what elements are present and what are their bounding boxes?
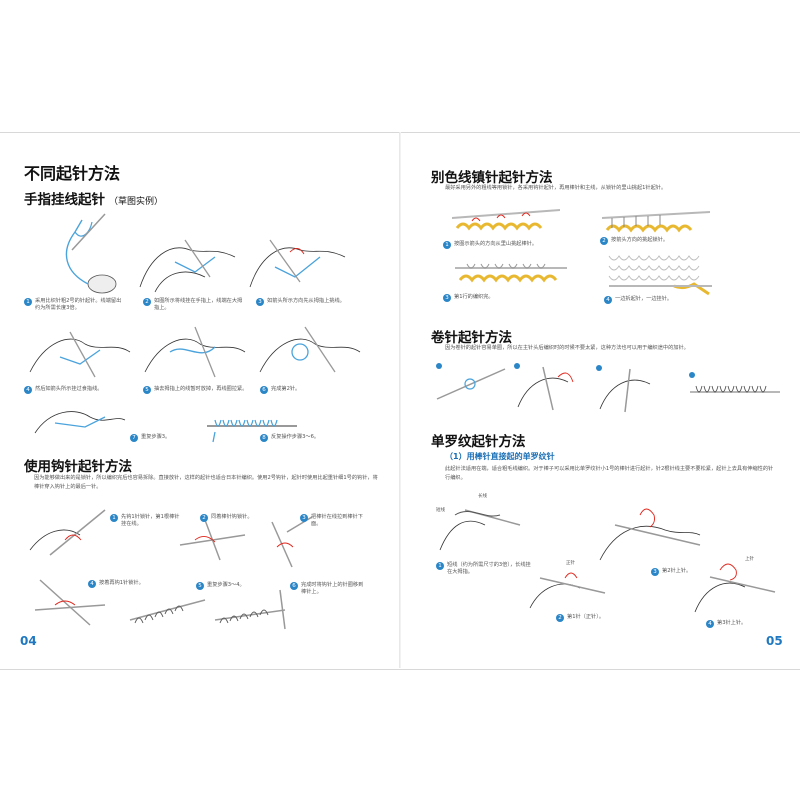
section-body-crochet-cast-on: 因为能够做出来的是锁针，所以编织完后也容易拆除。直接放针，这样的起针也适合日本针… (34, 474, 379, 492)
illustration-loop-step3 (595, 364, 675, 414)
illustration-step4-hands (25, 322, 135, 382)
illustration-rib-step4 (690, 552, 780, 622)
label-purl-stitch: 上针 (745, 556, 754, 562)
section-title: 手指挂线起针 (24, 192, 105, 208)
section-heading-loop-cast-on: 卷针起针方法 (431, 326, 512, 346)
illustration-provisional-step2 (602, 206, 712, 241)
section-heading-rib-cast-on: 单罗纹起针方法 (431, 430, 526, 450)
page-number-left: 04 (20, 634, 37, 648)
section-heading-crochet-cast-on: 使用钩针起针方法 (24, 455, 132, 475)
section-heading-finger-cast-on: 手指挂线起针 （草图实例） (24, 188, 163, 208)
illustration-provisional-step1 (452, 206, 562, 241)
section-body-rib-cast-on: 此起针法适用在端，适合粗毛线编织。对于棒子可以采用比单罗纹针小1号的棒针进行起针… (445, 465, 775, 483)
section-heading-provisional-cast-on: 别色线镇针起针方法 (431, 166, 553, 186)
section-subtitle: （草图实例） (109, 197, 163, 207)
illustration-step6-hands (255, 322, 365, 382)
subheading-rib-cast-on: （1）用棒针直接起的单罗纹针 (445, 451, 555, 462)
illustration-rib-step1 (435, 490, 525, 560)
illustration-step2-hands (135, 232, 245, 297)
illustration-crochet-step6 (210, 585, 295, 630)
illustration-step1-yarn-ball (30, 212, 125, 297)
illustration-step5-hands (140, 322, 250, 382)
label-knit-stitch: 正针 (566, 560, 575, 566)
section-body-provisional-cast-on: 最好采用另外的粗线等用锁针，各采用钩针起针，再用棒针和主线，从锁针的里山挑起1针… (445, 184, 775, 193)
illustration-crochet-step5 (125, 595, 210, 630)
illustration-provisional-step3 (455, 258, 570, 290)
illustration-loop-step1 (435, 364, 510, 404)
illustration-loop-step4 (688, 372, 783, 407)
illustration-step7-hands (30, 405, 125, 437)
illustration-rib-step2 (525, 558, 610, 613)
illustration-loop-step2 (513, 362, 588, 412)
book-gutter (399, 132, 401, 668)
page-number-right: 05 (766, 634, 783, 648)
label-long-yarn: 长线 (478, 493, 487, 499)
illustration-provisional-step4 (604, 248, 714, 298)
illustration-step3-hands (245, 232, 355, 297)
illustration-crochet-step1 (25, 505, 115, 565)
page-title: 不同起针方法 (24, 160, 120, 184)
illustration-rib-step3 (595, 500, 705, 570)
label-short-yarn: 短线 (436, 507, 445, 513)
section-body-loop-cast-on: 因为卷针的起针容易单圈，所以在主针头后编织时的时候不要太紧，这种方法也可以用于编… (445, 344, 775, 353)
